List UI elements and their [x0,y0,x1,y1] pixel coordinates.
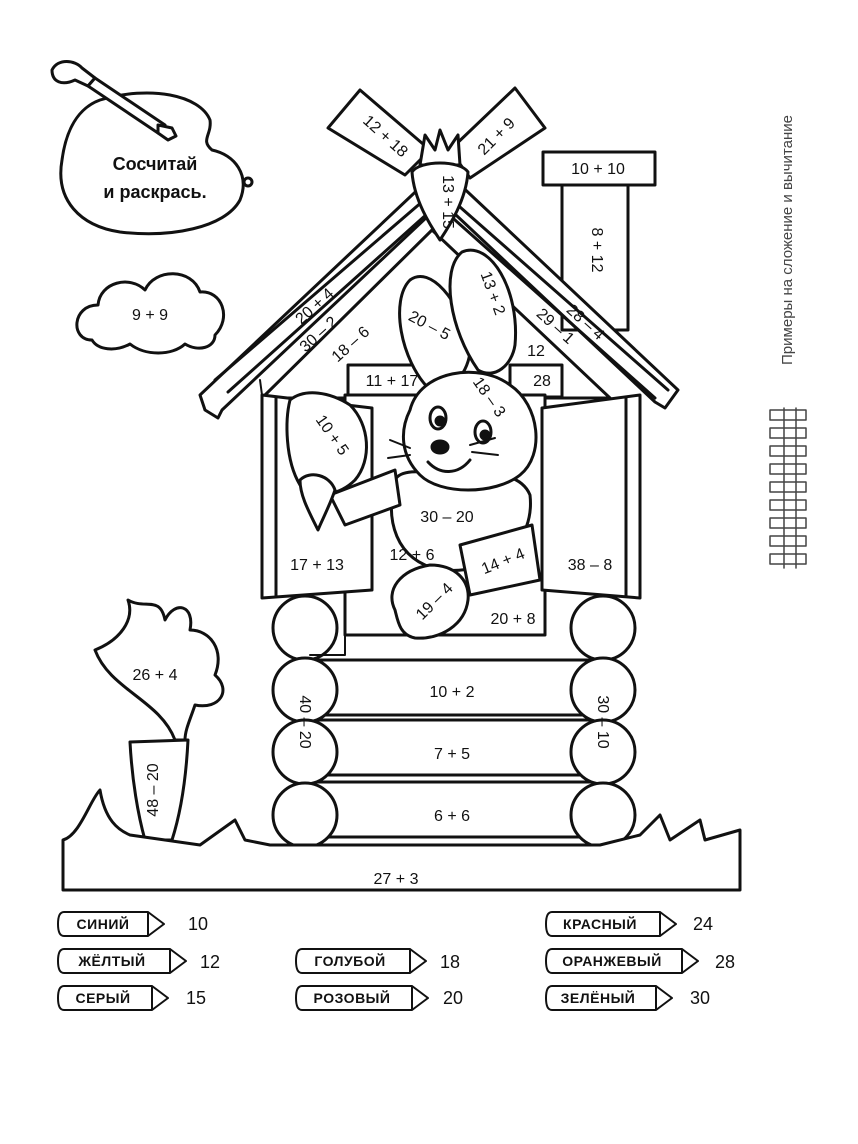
log-3[interactable] [308,780,602,839]
legend-value: 30 [690,988,710,1008]
problem-cloud: 9 + 9 [132,307,168,324]
legend-item: ОРАНЖЕВЫЙ 28 [545,948,735,974]
legend-color-name: ГОЛУБОЙ [314,952,385,969]
fence-icon [769,407,807,569]
legend-value: 24 [693,914,713,934]
legend-item: СИНИЙ 10 [57,911,208,937]
problem-body: 30 – 20 [420,509,473,526]
bunny-head[interactable] [401,370,538,492]
legend-item: СЕРЫЙ 15 [57,985,206,1011]
legend-item: КРАСНЫЙ 24 [545,911,713,937]
roof [198,178,680,420]
side-caption: Примеры на сложение и вычитание [779,115,796,365]
problem-chimney-cap: 10 + 10 [571,161,625,178]
legend: СИНИЙ 10 ЖЁЛТЫЙ 12 СЕРЫЙ 15 ГОЛУБОЙ 18 Р… [57,911,735,1011]
legend-color-name: ЗЕЛЁНЫЙ [561,989,636,1006]
shutter-right[interactable] [540,393,642,600]
problem-carrot-root: 48 – 20 [145,763,162,816]
garden-carrot-leaves[interactable] [93,598,225,742]
bunny-sleeve[interactable] [458,523,542,597]
paintbrush-icon [50,60,178,142]
bunny-carrot-in-hand[interactable] [298,473,337,532]
roof-carrot[interactable] [410,161,470,242]
problem-carrot-top: 13 + 15 [439,175,456,229]
legend-color-name: ЖЁЛТЫЙ [77,952,145,969]
instruction-line-2: и раскрась. [103,182,206,202]
legend-value: 28 [715,952,735,972]
roof-carrot-leaves[interactable] [418,128,462,167]
bunny [387,248,538,572]
palette-icon [59,91,254,236]
bunny-arm-raised[interactable] [328,468,402,527]
problem-ground: 27 + 3 [374,871,419,888]
legend-item: ЖЁЛТЫЙ 12 [57,948,220,974]
legend-value: 18 [440,952,460,972]
problem-log-end-right: 30 – 10 [594,695,611,748]
legend-value: 20 [443,988,463,1008]
legend-color-name: ОРАНЖЕВЫЙ [562,952,662,969]
legend-item: ЗЕЛЁНЫЙ 30 [545,985,710,1011]
pencil-icon [295,985,429,1011]
cloud[interactable] [75,272,226,355]
problem-belly: 12 + 6 [390,547,435,564]
bunny-ear-right[interactable] [448,248,518,375]
problem-carrot-leaves: 26 + 4 [133,667,178,684]
problem-shutter-right: 38 – 8 [568,557,613,574]
legend-item: ГОЛУБОЙ 18 [295,948,460,974]
legend-value: 15 [186,988,206,1008]
pencil-icon [57,985,169,1011]
pencil-icon [545,911,677,937]
bunny-paw-raised[interactable] [285,391,368,496]
bunny-paw-front[interactable] [390,563,470,640]
log-wall [271,594,637,849]
problem-gable-right: 28 [533,373,551,390]
legend-color-name: СЕРЫЙ [75,989,130,1006]
ground-grass[interactable] [61,788,742,892]
legend-item: РОЗОВЫЙ 20 [295,985,463,1011]
problem-log-1: 10 + 2 [430,684,475,701]
pencil-icon [57,948,187,974]
problem-gable-left: 11 + 17 [366,373,419,390]
problem-log-end-left: 40 – 20 [296,695,313,748]
instruction-line-1: Сосчитай [113,154,198,174]
legend-color-name: КРАСНЫЙ [563,915,637,932]
pencil-icon [545,948,699,974]
pencil-icon [545,985,673,1011]
problem-chimney: 8 + 12 [588,228,605,273]
problem-shutter-left: 17 + 13 [290,557,344,574]
log-2[interactable] [308,718,602,777]
pencil-icon [295,948,427,974]
problem-log-2: 7 + 5 [434,746,470,763]
problem-roof-right-3: 12 [527,343,545,360]
legend-color-name: СИНИЙ [77,915,130,932]
pencil-icon [57,911,165,937]
legend-value: 12 [200,952,220,972]
problem-log-3: 6 + 6 [434,808,470,825]
chimney-cap[interactable] [541,150,657,187]
legend-value: 10 [188,914,208,934]
legend-color-name: РОЗОВЫЙ [314,989,391,1006]
problem-sill: 20 + 8 [491,611,536,628]
